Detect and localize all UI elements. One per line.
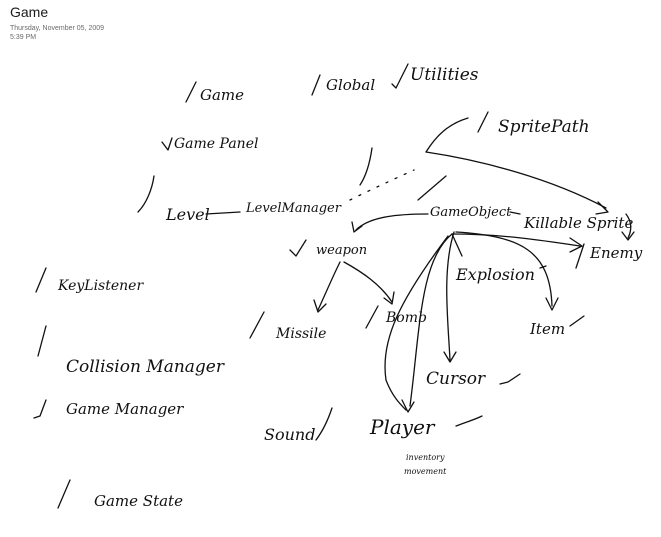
check-mark-key-listener (35, 267, 47, 293)
gameobject-to-weapon-arrow (355, 213, 429, 231)
level-connector (205, 211, 241, 215)
gameobject-to-player-arrow-2 (384, 235, 449, 411)
weapon-to-missile-arrow (317, 261, 341, 311)
check-mark-utilities (391, 63, 409, 89)
note-inventory: inventory (406, 453, 445, 462)
check-mark-level-manager (359, 147, 373, 186)
sprite-path-connector (425, 117, 469, 153)
check-mark-game-state (57, 479, 71, 509)
item-arrow-head (545, 297, 559, 311)
note-weapon: weapon (316, 243, 367, 258)
check-mark-sound (315, 407, 333, 441)
check-mark-item (569, 315, 585, 327)
note-sound: Sound (264, 425, 315, 444)
check-mark-game-object (417, 175, 447, 201)
check-mark-level (137, 175, 155, 213)
note-global: Global (326, 76, 375, 94)
note-explosion: Explosion (455, 265, 535, 284)
page-time: 5:39 PM (10, 34, 37, 41)
gameobject-to-killable-line (509, 211, 521, 215)
gameobject-to-explosion-line (451, 233, 463, 257)
note-game: Game (200, 86, 244, 104)
killable-enemy-arrow-head (621, 231, 635, 241)
note-bomb: Bomb (385, 310, 427, 326)
sprite-path-arrow (425, 151, 607, 209)
cursor-arrow-head (443, 351, 457, 363)
note-collision-manager: Collision Manager (66, 357, 225, 377)
gameobject-to-enemy-arrow (451, 233, 581, 247)
note-game-manager: Game Manager (66, 400, 184, 418)
killable-to-enemy-arrow (625, 213, 632, 239)
gameobject-to-cursor-arrow (446, 231, 455, 361)
enemy-arrow-head (569, 237, 583, 253)
check-mark-game (185, 81, 197, 103)
check-mark-game-panel (161, 137, 173, 151)
player-arrow-head (401, 399, 415, 413)
check-mark-enemy (575, 243, 585, 269)
note-game-object: GameObject (430, 205, 512, 220)
check-mark-missile (249, 311, 265, 339)
note-key-listener: KeyListener (57, 278, 144, 294)
note-item: Item (529, 320, 565, 338)
note-player: Player (369, 415, 436, 439)
note-level: Level (165, 205, 210, 224)
weapon-arrow-head (351, 221, 363, 233)
check-mark-game-manager (33, 399, 47, 419)
check-mark-global (311, 74, 321, 96)
page-title: Game (10, 4, 49, 20)
check-mark-sprite-path (477, 111, 489, 133)
note-killable-sprite: Killable Sprite (523, 214, 633, 232)
check-mark-collision-manager (37, 325, 47, 357)
check-mark-player (455, 415, 483, 427)
bomb-arrow-head (383, 291, 395, 305)
note-sprite-path: SpritePath (498, 117, 590, 137)
missile-arrow-head (313, 299, 327, 313)
check-mark-weapon (289, 239, 307, 257)
note-cursor: Cursor (426, 369, 486, 389)
note-movement: movement (404, 467, 447, 476)
note-utilities: Utilities (410, 65, 479, 85)
note-missile: Missile (275, 326, 326, 342)
check-mark-cursor (499, 373, 521, 385)
note-game-panel: Game Panel (174, 136, 258, 152)
note-level-manager: LevelManager (245, 201, 342, 216)
sprite-path-arrow-head (595, 201, 609, 215)
check-mark-bomb (365, 305, 379, 329)
weapon-to-bomb-arrow (343, 261, 393, 303)
page-date: Thursday, November 05, 2009 (10, 25, 105, 32)
gameobject-to-item-arrow (455, 231, 553, 307)
note-enemy: Enemy (589, 244, 643, 262)
note-game-state: Game State (94, 492, 183, 510)
